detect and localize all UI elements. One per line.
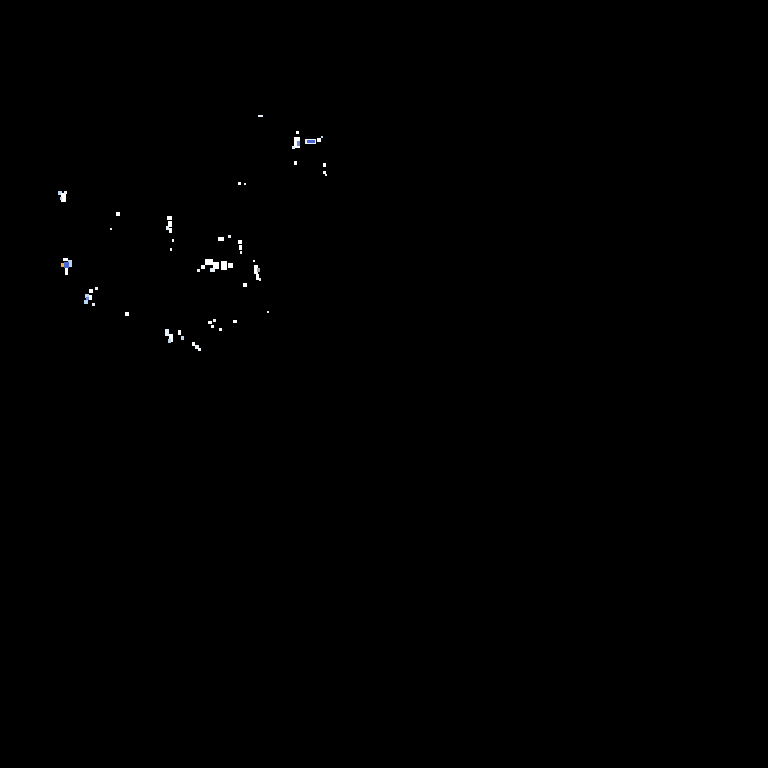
- image-speck: [85, 294, 89, 298]
- image-speck: [323, 163, 326, 167]
- image-speck: [64, 191, 67, 194]
- image-speck: [238, 182, 241, 185]
- image-speck: [213, 262, 219, 269]
- image-speck: [256, 274, 259, 280]
- image-speck: [221, 261, 227, 270]
- image-speck: [228, 235, 231, 238]
- image-speck: [116, 212, 120, 216]
- image-speck: [296, 131, 299, 134]
- image-speck: [321, 136, 323, 138]
- image-speck: [210, 268, 215, 272]
- image-speck: [254, 265, 258, 274]
- image-speck: [125, 312, 129, 316]
- image-speck: [167, 216, 172, 220]
- image-speck: [60, 197, 62, 200]
- image-speck: [61, 263, 64, 267]
- image-speck: [253, 260, 255, 262]
- image-speck: [92, 303, 95, 306]
- image-speck: [259, 278, 261, 281]
- image-speck: [168, 339, 171, 343]
- image-speck: [297, 141, 300, 146]
- image-speck: [243, 283, 247, 287]
- image-speck: [89, 289, 93, 293]
- image-speck: [195, 345, 199, 349]
- image-speck: [172, 239, 174, 242]
- image-speck: [169, 228, 172, 233]
- image-speck: [233, 320, 237, 323]
- image-speck: [65, 268, 68, 275]
- image-speck: [110, 228, 112, 230]
- image-speck: [169, 334, 173, 342]
- image-speck: [168, 221, 172, 227]
- image-speck: [244, 183, 246, 185]
- image-speck: [213, 319, 216, 322]
- image-speck: [95, 287, 98, 290]
- image-speck: [63, 258, 68, 261]
- image-speck: [198, 348, 201, 351]
- image-speck: [219, 328, 222, 331]
- image-speck: [181, 336, 184, 340]
- image-speck: [61, 193, 66, 202]
- image-speck: [307, 140, 315, 143]
- image-speck: [89, 295, 92, 300]
- image-speck: [68, 260, 72, 264]
- image-speck: [294, 161, 297, 165]
- image-speck: [292, 146, 295, 149]
- image-speck: [201, 265, 205, 269]
- image-speck: [197, 269, 200, 272]
- image-speck: [258, 115, 263, 117]
- image-speck: [240, 251, 242, 254]
- image-speck: [69, 264, 72, 267]
- image-speck: [257, 268, 260, 272]
- image-speck: [238, 240, 242, 244]
- image-speck: [317, 138, 321, 142]
- image-speck: [84, 300, 88, 304]
- image-speck: [267, 311, 269, 313]
- image-speck: [58, 191, 62, 195]
- image-speck: [170, 248, 172, 251]
- image-speck: [205, 259, 213, 265]
- image-speck: [165, 329, 169, 336]
- image-speck: [64, 262, 69, 268]
- image-speck: [239, 245, 242, 250]
- image-speck: [325, 174, 327, 176]
- image-speck: [86, 297, 89, 300]
- image-speck: [166, 226, 169, 230]
- image-speck: [228, 263, 233, 268]
- image-speck: [218, 237, 224, 241]
- image-speck: [211, 325, 214, 328]
- image-speck: [323, 171, 326, 174]
- image-speck: [192, 342, 195, 346]
- image-speck: [178, 330, 181, 335]
- image-speck: [208, 321, 212, 324]
